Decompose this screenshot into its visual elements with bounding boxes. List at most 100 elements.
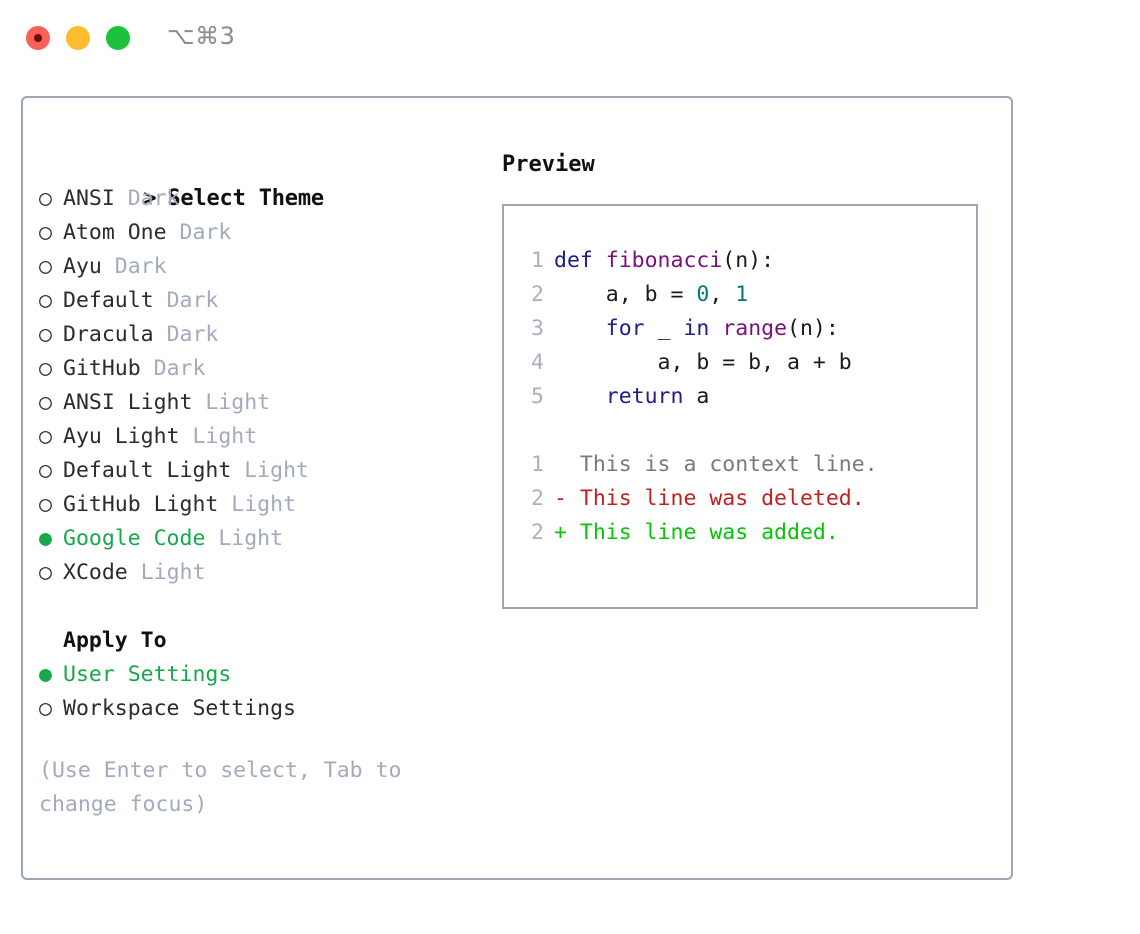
apply-to-list: ● User Settings ○ Workspace Settings: [39, 658, 479, 726]
code-token-plain: a: [683, 384, 710, 409]
diff-sample: 1 This is a context line.2- This line wa…: [518, 448, 976, 550]
diff-line-ctx: 1 This is a context line.: [518, 448, 976, 482]
theme-option-ayu-light[interactable]: ○ Ayu Light Light: [39, 420, 479, 454]
theme-option-xcode[interactable]: ○XCode Light: [39, 556, 479, 590]
theme-option-label: ANSI: [63, 186, 115, 211]
theme-option-kind-badge: Dark: [127, 186, 180, 211]
line-number: 1: [531, 452, 544, 477]
theme-option-ansi-light[interactable]: ○ ANSI Light Light: [39, 386, 479, 420]
radio-unselected-icon: ○: [39, 390, 52, 415]
theme-option-github-light[interactable]: ○GitHub Light Light: [39, 488, 479, 522]
theme-option-kind-badge: Light: [231, 492, 297, 517]
theme-option-kind-badge: Dark: [166, 322, 219, 347]
code-token-fn: fibonacci: [605, 248, 723, 273]
diff-sign: +: [554, 520, 567, 545]
theme-option-dracula[interactable]: ○ Dracula Dark: [39, 318, 479, 352]
code-token-plain: (n):: [787, 316, 839, 341]
theme-option-label: XCode: [63, 560, 128, 585]
radio-unselected-icon: ○: [39, 322, 52, 347]
theme-option-google-code[interactable]: ● Google Code Light: [39, 522, 479, 556]
line-number: 3: [531, 316, 544, 341]
theme-option-kind-badge: Light: [218, 526, 284, 551]
title-bar: ⌥⌘3: [0, 0, 1140, 78]
line-number: 2: [531, 282, 544, 307]
radio-selected-icon: ●: [39, 526, 52, 551]
apply-to-option-label: Workspace Settings: [63, 696, 296, 721]
theme-option-kind-badge: Dark: [179, 220, 232, 245]
diff-line-del: 2- This line was deleted.: [518, 482, 976, 516]
code-token-plain: [554, 316, 606, 341]
theme-option-default[interactable]: ○ Default Dark: [39, 284, 479, 318]
theme-option-label: Atom One: [63, 220, 167, 245]
radio-unselected-icon: ○: [39, 458, 52, 483]
theme-option-label: Default: [63, 288, 154, 313]
maximize-button[interactable]: [106, 26, 130, 50]
theme-option-label: Google Code: [63, 526, 206, 551]
main-panel: >Select Theme ○ANSI Dark○Atom One Dark○A…: [21, 96, 1013, 880]
radio-unselected-icon: ○: [39, 696, 52, 721]
apply-to-heading: Apply To: [63, 628, 167, 653]
radio-unselected-icon: ○: [39, 254, 52, 279]
radio-unselected-icon: ○: [39, 288, 52, 313]
theme-option-label: Ayu Light: [63, 424, 180, 449]
list-spacer: [39, 590, 479, 624]
theme-picker-column: >Select Theme ○ANSI Dark○Atom One Dark○A…: [39, 148, 479, 822]
code-token-num: 0: [696, 282, 710, 307]
diff-sign: [554, 452, 567, 477]
code-token-plain: a, b = b, a + b: [554, 350, 852, 375]
code-line: 3 for _ in range(n):: [518, 312, 976, 346]
code-token-plain: [709, 316, 722, 341]
keyboard-shortcut-label: ⌥⌘3: [167, 22, 236, 50]
diff-text: This is a context line.: [566, 452, 878, 477]
code-token-fn: range: [722, 316, 788, 341]
diff-sign: -: [554, 486, 567, 511]
theme-list: ○ANSI Dark○Atom One Dark○Ayu Dark○Defaul…: [39, 182, 479, 590]
code-token-plain: (n):: [722, 248, 775, 273]
theme-option-kind-badge: Light: [205, 390, 271, 415]
diff-text: This line was deleted.: [566, 486, 865, 511]
code-line: 4 a, b = b, a + b: [518, 346, 976, 380]
code-line: 2 a, b = 0, 1: [518, 278, 976, 312]
line-number: 2: [531, 486, 544, 511]
theme-option-kind-badge: Light: [192, 424, 258, 449]
code-token-kw: for: [605, 316, 645, 341]
radio-unselected-icon: ○: [39, 186, 52, 211]
prompt-caret-icon: >: [143, 186, 157, 211]
theme-option-default-light[interactable]: ○ Default Light Light: [39, 454, 479, 488]
close-button[interactable]: [26, 26, 50, 50]
apply-to-option-label: User Settings: [63, 662, 232, 687]
code-token-kw: in: [683, 316, 710, 341]
theme-option-label: ANSI Light: [63, 390, 193, 415]
theme-option-label: Ayu: [63, 254, 102, 279]
apply-to-option-workspace-settings[interactable]: ○ Workspace Settings: [39, 692, 479, 726]
select-theme-heading: > Select Theme: [39, 148, 479, 211]
theme-option-ansi[interactable]: ○ ANSI Dark: [39, 182, 479, 216]
theme-option-label: Default Light: [63, 458, 232, 483]
theme-option-github[interactable]: ○GitHub Dark: [39, 352, 479, 386]
radio-unselected-icon: ○: [39, 492, 52, 517]
theme-option-atom-one[interactable]: ○Atom One Dark: [39, 216, 479, 250]
theme-option-kind-badge: Dark: [166, 288, 219, 313]
code-token-plain: ,: [709, 282, 736, 307]
code-token-plain: [554, 384, 606, 409]
theme-option-kind-badge: Dark: [114, 254, 167, 279]
theme-option-label: Dracula: [63, 322, 154, 347]
code-token-plain: _: [644, 316, 684, 341]
diff-text: This line was added.: [566, 520, 839, 545]
radio-selected-icon: ●: [39, 662, 52, 687]
radio-unselected-icon: ○: [39, 356, 52, 381]
radio-unselected-icon: ○: [39, 560, 52, 585]
theme-option-label: GitHub: [63, 356, 141, 381]
theme-option-ayu[interactable]: ○ Ayu Dark: [39, 250, 479, 284]
radio-unselected-icon: ○: [39, 424, 52, 449]
line-number: 1: [531, 248, 544, 273]
apply-to-option-user-settings[interactable]: ● User Settings: [39, 658, 479, 692]
select-theme-heading-label: Select Theme: [167, 186, 324, 211]
code-diff-spacer: [518, 414, 976, 448]
minimize-button[interactable]: [66, 26, 90, 50]
preview-title: Preview: [502, 152, 595, 177]
theme-option-kind-badge: Light: [244, 458, 309, 483]
